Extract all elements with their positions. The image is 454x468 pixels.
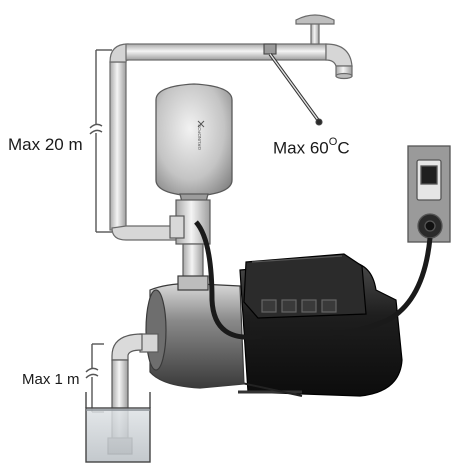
pressure-switch-cable [194, 220, 263, 340]
suction-dimension-bracket [85, 343, 104, 413]
max-temperature-value: Max 60 [273, 138, 329, 158]
water-well [85, 392, 151, 463]
degree-symbol: O [328, 136, 338, 148]
max-suction-label: Max 1 m [22, 371, 80, 388]
height-dimension-bracket [89, 49, 112, 233]
max-temperature-label: Max 60OC [273, 136, 350, 158]
power-cable [329, 237, 433, 336]
max-height-label: Max 20 m [8, 135, 83, 154]
pressure-tank: GRUNDFOS [155, 83, 233, 203]
thermometer-icon [263, 43, 323, 126]
max-temperature-unit: C [337, 138, 350, 158]
pump-motor [227, 253, 403, 397]
pump-housing [145, 275, 245, 389]
discharge-pipe [109, 43, 353, 241]
switch-box [407, 145, 451, 243]
tap-valve-icon [295, 14, 335, 45]
grundfos-logo-icon [197, 120, 205, 128]
tank-brand-text: GRUNDFOS [197, 124, 202, 150]
